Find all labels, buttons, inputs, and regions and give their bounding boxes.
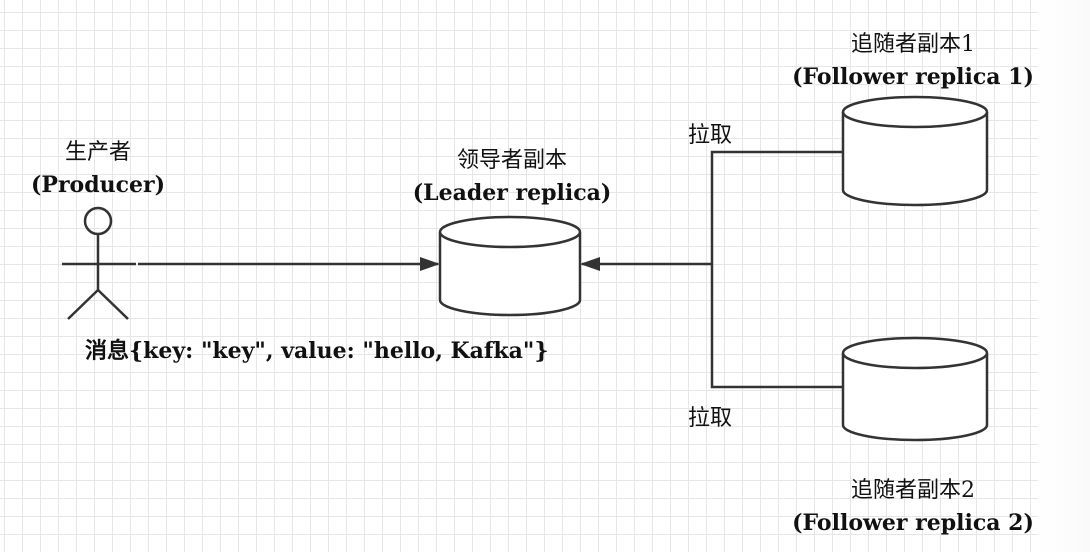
leader-database-icon: [438, 215, 582, 317]
follower1-title-cn: 追随者副本1: [851, 32, 975, 57]
follower2-title-cn: 追随者副本2: [851, 478, 975, 503]
leader-title-en: (Leader replica): [412, 180, 612, 206]
pull-label-bottom: 拉取: [688, 406, 733, 431]
follower2-database-icon: [841, 336, 989, 442]
producer-title-cn: 生产者: [64, 140, 132, 165]
leader-title-cn: 领导者副本: [456, 148, 568, 173]
producer-actor-icon: [62, 206, 136, 320]
follower1-database-icon: [841, 95, 989, 207]
pull-label-top: 拉取: [688, 123, 733, 148]
right-margin: [1038, 0, 1090, 552]
follower1-title-en: (Follower replica 1): [792, 64, 1034, 90]
producer-title-en: (Producer): [31, 172, 165, 198]
message-label: 消息{key: "key", value: "hello, Kafka"}: [85, 338, 549, 364]
pull-connector: [710, 150, 843, 389]
follower2-title-en: (Follower replica 2): [792, 510, 1034, 536]
